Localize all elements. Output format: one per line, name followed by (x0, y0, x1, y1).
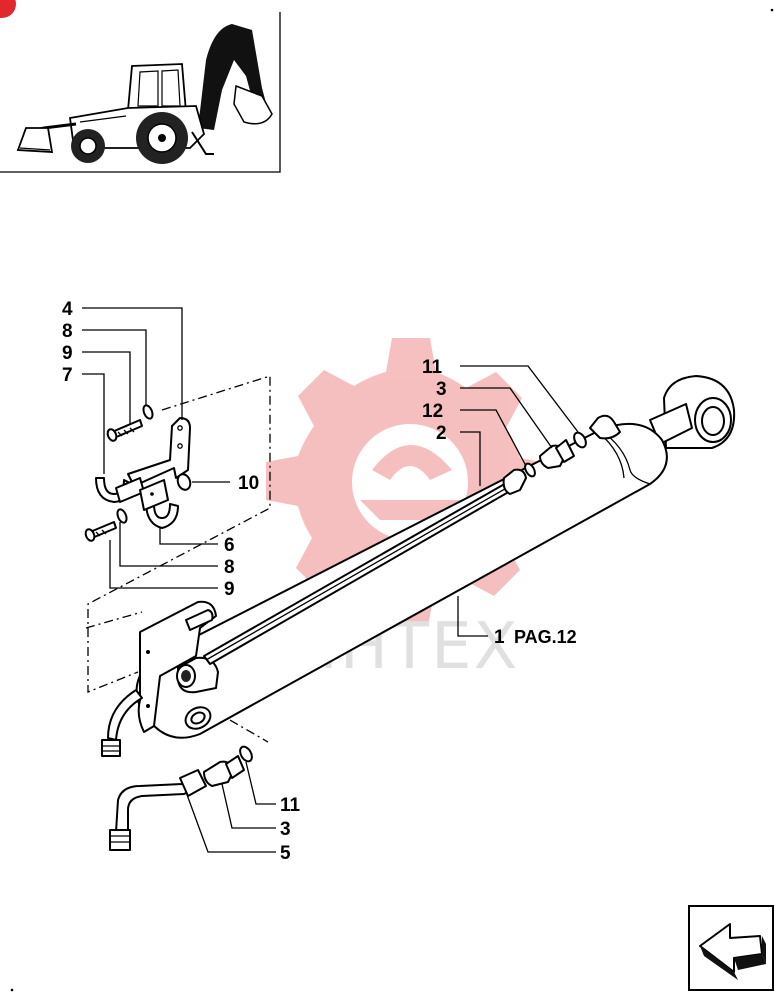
callout-12: 12 (422, 401, 443, 422)
callout-1: 1 (494, 627, 505, 648)
nav-back-button[interactable] (688, 905, 774, 991)
callout-11-bottom: 11 (280, 795, 301, 816)
backhoe-loader-thumbnail-icon (16, 24, 273, 164)
callout-10: 10 (238, 473, 259, 494)
thumbnail-frame (0, 12, 281, 173)
corner-dot-tr (770, 8, 774, 12)
rigid-tube (203, 462, 536, 665)
callout-labels: 4 8 9 7 10 6 8 9 11 3 12 2 1 PAG.12 11 3… (62, 299, 577, 864)
corner-dot-bl (10, 988, 14, 992)
leader-lines (82, 307, 579, 853)
callout-5: 5 (280, 843, 291, 864)
callout-9-top: 9 (62, 343, 73, 364)
callout-11-top: 11 (422, 357, 443, 378)
callout-4: 4 (62, 299, 73, 320)
callout-3-top: 3 (436, 379, 447, 400)
callout-9-bottom: 9 (224, 579, 235, 600)
hose-bottom (109, 769, 207, 851)
upper-fittings (539, 431, 587, 469)
hydraulic-cylinder (135, 375, 736, 739)
callout-2: 2 (436, 423, 447, 444)
callout-7: 7 (62, 365, 73, 386)
clamp-bracket (84, 404, 192, 542)
callout-6: 6 (224, 535, 235, 556)
assembly-outline (85, 375, 271, 743)
corner-badge (0, 0, 16, 18)
callout-8-top: 8 (62, 321, 73, 342)
arrow-back-icon (699, 923, 766, 980)
callout-1-page-ref: PAG.12 (514, 627, 577, 647)
callout-8-bottom: 8 (224, 557, 235, 578)
lower-fittings (203, 745, 253, 787)
machine-thumbnail (0, 12, 281, 173)
callout-3-bottom: 3 (280, 819, 291, 840)
hose-upper (101, 689, 143, 757)
